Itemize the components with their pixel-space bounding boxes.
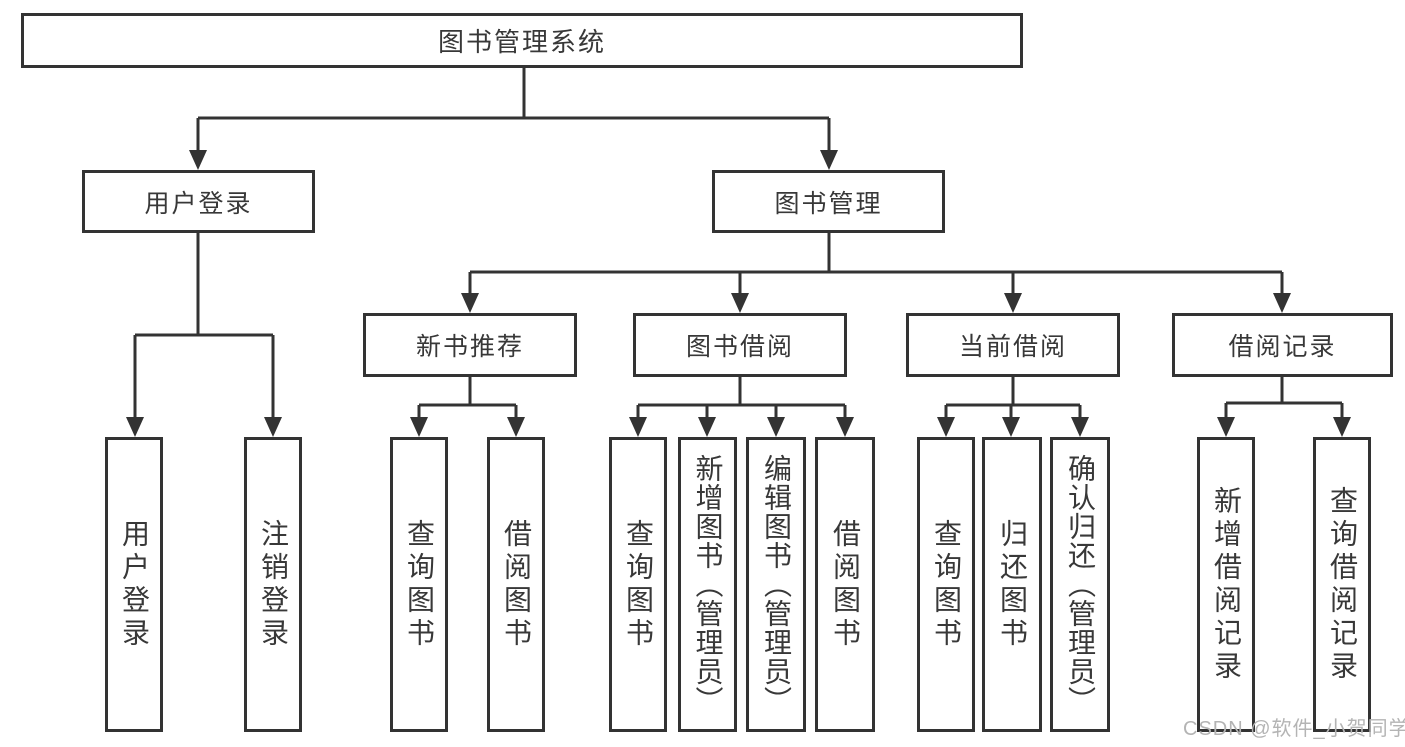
leaf-label: 查询借阅记录 xyxy=(1327,485,1358,684)
node-new-book-recommend: 新书推荐 xyxy=(363,313,577,377)
node-label: 当前借阅 xyxy=(958,333,1067,361)
leaf-label: 确认归还（管理员） xyxy=(1065,454,1096,715)
node-book-management-branch: 图书管理 xyxy=(712,170,945,233)
arrowhead-icons xyxy=(126,150,1351,437)
leaf-label: 查询图书 xyxy=(623,518,654,651)
node-current-borrowing: 当前借阅 xyxy=(906,313,1120,377)
leaf-label: 借阅图书 xyxy=(830,518,861,651)
node-user-login-branch: 用户登录 xyxy=(82,170,315,233)
leaf-borrow-books: 借阅图书 xyxy=(815,437,875,732)
leaf-label: 注销登录 xyxy=(258,518,289,651)
leaf-label: 新增借阅记录 xyxy=(1211,485,1242,684)
leaf-label: 用户登录 xyxy=(119,518,150,651)
node-root-system: 图书管理系统 xyxy=(21,13,1023,68)
leaf-borrow-books-recommend: 借阅图书 xyxy=(487,437,545,732)
node-label: 新书推荐 xyxy=(415,333,524,361)
leaf-label: 新增图书（管理员） xyxy=(692,454,724,715)
node-label: 用户登录 xyxy=(144,189,253,218)
node-label: 图书管理系统 xyxy=(437,27,606,57)
leaf-query-books-current: 查询图书 xyxy=(917,437,975,732)
node-label: 借阅记录 xyxy=(1228,333,1337,361)
leaf-label: 借阅图书 xyxy=(501,518,532,651)
leaf-add-book-admin: 新增图书（管理员） xyxy=(678,437,737,732)
watermark: CSDN @软件_小贺同学 xyxy=(1183,718,1405,740)
leaf-label: 编辑图书（管理员） xyxy=(761,454,792,715)
leaf-query-books-recommend: 查询图书 xyxy=(390,437,448,732)
leaf-query-borrow-record: 查询借阅记录 xyxy=(1313,437,1371,732)
connector-lines xyxy=(133,68,1344,423)
node-label: 图书管理 xyxy=(774,189,883,218)
leaf-query-books-borrow: 查询图书 xyxy=(609,437,667,732)
leaf-edit-book-admin: 编辑图书（管理员） xyxy=(746,437,806,732)
node-borrow-records: 借阅记录 xyxy=(1172,313,1393,377)
node-label: 图书借阅 xyxy=(685,333,794,361)
leaf-label: 查询图书 xyxy=(931,518,962,651)
node-book-borrowing: 图书借阅 xyxy=(633,313,847,377)
leaf-return-book: 归还图书 xyxy=(982,437,1042,732)
leaf-label: 查询图书 xyxy=(404,518,435,651)
leaf-add-borrow-record: 新增借阅记录 xyxy=(1197,437,1255,732)
leaf-logout: 注销登录 xyxy=(244,437,302,732)
leaf-confirm-return-admin: 确认归还（管理员） xyxy=(1050,437,1110,732)
leaf-user-login: 用户登录 xyxy=(105,437,163,732)
leaf-label: 归还图书 xyxy=(997,518,1028,651)
